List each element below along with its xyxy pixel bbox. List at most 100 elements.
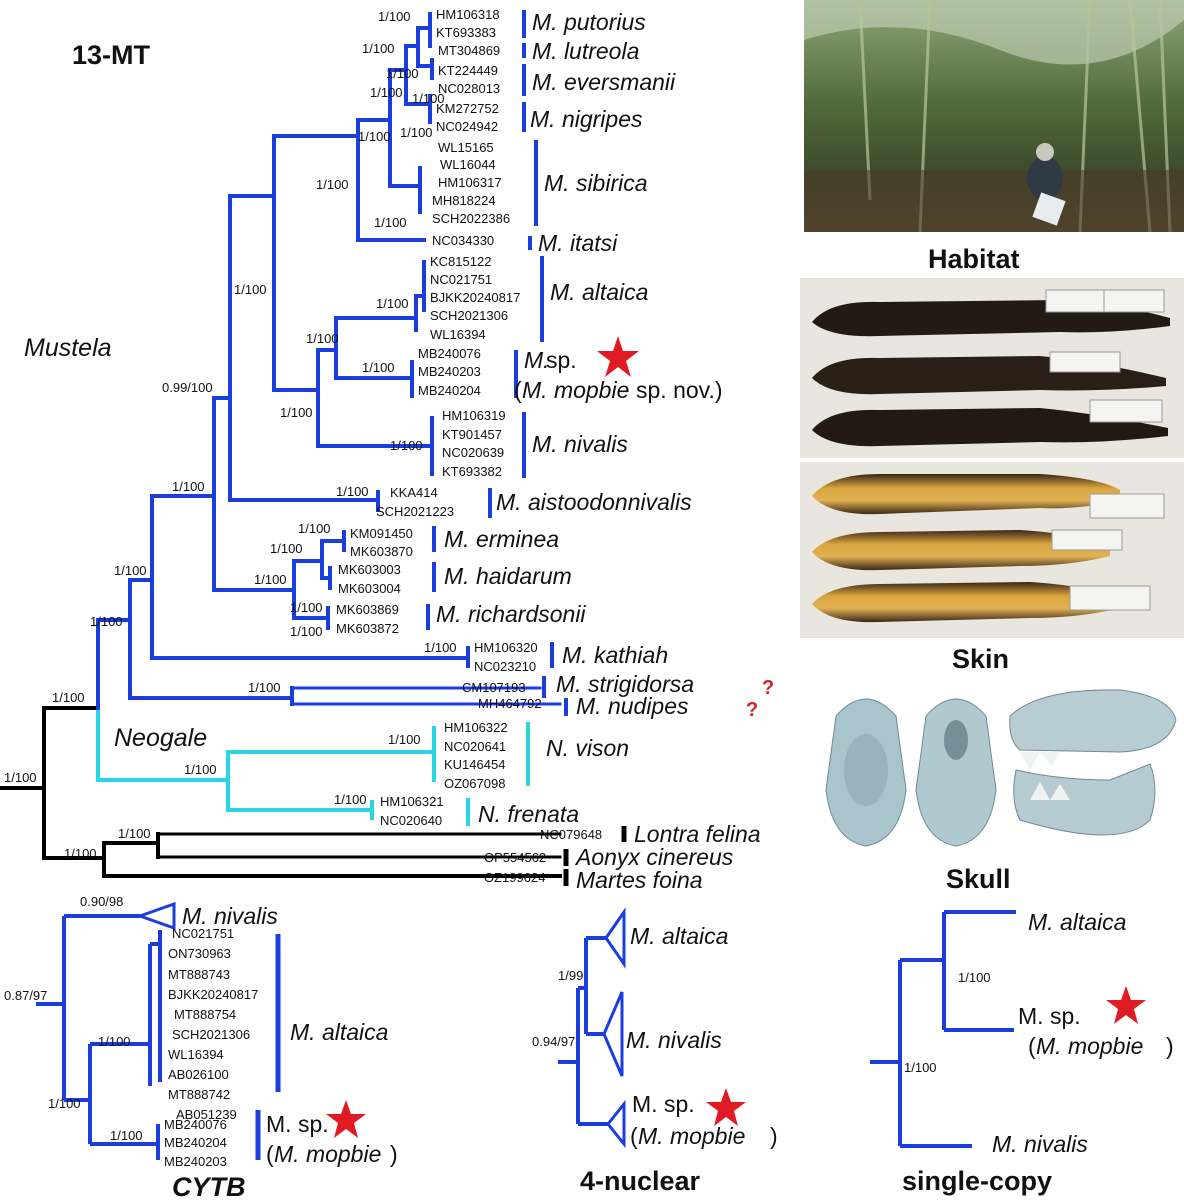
support-value: 1/100 (90, 614, 123, 629)
single-copy-tree (870, 910, 1016, 1148)
tip-label: NC020639 (442, 445, 504, 460)
star-icon (1106, 986, 1146, 1024)
support-value: 1/100 (316, 177, 349, 192)
support-value: 1/100 (4, 770, 37, 785)
tip-label: KT224449 (438, 63, 498, 78)
species-label: M. strigidorsa (556, 671, 694, 697)
tip-label: MT888754 (174, 1007, 236, 1022)
species-label-msp: M. sp. (266, 1111, 329, 1137)
species-label: M. nivalis (626, 1027, 722, 1053)
skull-caption: Skull (946, 864, 1011, 894)
skin-photo-dorsal (800, 278, 1184, 458)
species-label: M. sibirica (544, 170, 648, 196)
tip-label: MB240203 (164, 1154, 227, 1169)
support-value: 0.90/98 (80, 894, 123, 909)
support-value: 1/100 (376, 296, 409, 311)
support-value: 1/100 (388, 732, 421, 747)
species-label: M. nivalis (532, 431, 628, 457)
species-label: N. frenata (478, 801, 579, 827)
species-label: M. altaica (290, 1019, 388, 1045)
tip-label: WL16394 (168, 1047, 224, 1062)
cytb-title: CYTB (172, 1172, 246, 1200)
support-value: 1/100 (172, 479, 205, 494)
tip-label: NC021751 (172, 926, 234, 941)
tip-label: HM106319 (442, 408, 506, 423)
tip-label: HM106321 (380, 794, 444, 809)
tip-label: WL16044 (440, 157, 496, 172)
tip-label: KT693383 (436, 25, 496, 40)
tip-label: KKA414 (390, 485, 438, 500)
tip-label: KU146454 (444, 757, 505, 772)
support-value: 1/100 (424, 640, 457, 655)
question-mark-icon: ? (762, 677, 774, 699)
support-value: 1/100 (114, 563, 147, 578)
tip-label: SCH2021306 (172, 1027, 250, 1042)
species-label-mopbie-close: ) (1166, 1033, 1174, 1059)
species-label-mopbie-close: ) (770, 1123, 778, 1149)
support-values: 1/100 1/100 1/100 1/100 1/100 1/100 1/10… (4, 9, 457, 861)
star-icon (706, 1088, 746, 1126)
genus-label-mustela: Mustela (24, 334, 112, 362)
tip-label: MK603872 (336, 621, 399, 636)
species-label: M. nivalis (182, 903, 278, 929)
tip-label: OZ067098 (444, 776, 505, 791)
support-value: 1/100 (118, 826, 151, 841)
species-label: Aonyx cinereus (574, 844, 734, 870)
species-label-mopbie-open: ( (266, 1141, 274, 1167)
species-label: Martes foina (576, 867, 703, 893)
species-label-mopbie: M. mopbie (522, 377, 629, 403)
single-copy-labels: 1/100 1/100 M. altaica M. sp. ( M. mopbi… (902, 909, 1174, 1196)
tip-label: MT888742 (168, 1087, 230, 1102)
support-value: 0.99/100 (162, 380, 213, 395)
support-value: 1/100 (370, 85, 403, 100)
support-value: 1/100 (378, 9, 411, 24)
tip-label: NC021751 (430, 272, 492, 287)
skull-photo (825, 689, 1177, 847)
support-value: 1/100 (306, 331, 339, 346)
support-value: 0.94/97 (532, 1034, 575, 1049)
tip-label: MK603004 (338, 581, 401, 596)
tip-label: BJKK20240817 (168, 987, 258, 1002)
species-label-msp-genus: M. (524, 347, 550, 373)
single-copy-title: single-copy (902, 1166, 1052, 1196)
mustela-branches (96, 12, 562, 710)
tip-label: MK603003 (338, 562, 401, 577)
species-label: M. itatsi (538, 230, 618, 256)
species-label-mopbie: M. mopbie (274, 1141, 381, 1167)
species-label-mopbie-suffix: sp. nov.) (636, 377, 723, 403)
support-value: 1/100 (280, 405, 313, 420)
species-label: M. altaica (1028, 909, 1126, 935)
genus-label-neogale: Neogale (114, 724, 207, 752)
tip-label: HM106322 (444, 720, 508, 735)
tip-label: MB240203 (418, 364, 481, 379)
support-value: 1/100 (290, 600, 323, 615)
star-icon (597, 336, 639, 377)
tip-label: MH818224 (432, 193, 496, 208)
skin-photo-ventral (800, 462, 1184, 638)
support-value: 1/100 (374, 215, 407, 230)
species-label: M. richardsonii (436, 601, 586, 627)
species-label: M. eversmanii (532, 69, 676, 95)
support-value: 1/100 (334, 792, 367, 807)
species-label-mopbie-close: ) (390, 1141, 398, 1167)
tip-label: KT901457 (442, 427, 502, 442)
support-value: 1/100 (400, 125, 433, 140)
species-label-mopbie-open: ( (514, 377, 522, 403)
star-icon (326, 1100, 366, 1138)
support-value: 1/100 (412, 91, 445, 106)
tip-label: WL16394 (430, 327, 486, 342)
tip-label: MB240076 (164, 1117, 227, 1132)
nuclear-tree (558, 907, 626, 1149)
habitat-caption: Habitat (928, 244, 1020, 274)
nuclear-labels: 1/99 0.94/97 M. altaica M. nivalis M. sp… (532, 923, 778, 1196)
support-value: 1/100 (234, 282, 267, 297)
species-label: M. altaica (630, 923, 728, 949)
tip-label: BJKK20240817 (430, 290, 520, 305)
habitat-photo (804, 0, 1184, 233)
tip-label: MB240204 (418, 383, 481, 398)
skin-caption: Skin (952, 644, 1009, 674)
main-tree-title: 13-MT (72, 40, 151, 70)
species-label: M. haidarum (444, 563, 572, 589)
species-label: N. vison (546, 735, 629, 761)
